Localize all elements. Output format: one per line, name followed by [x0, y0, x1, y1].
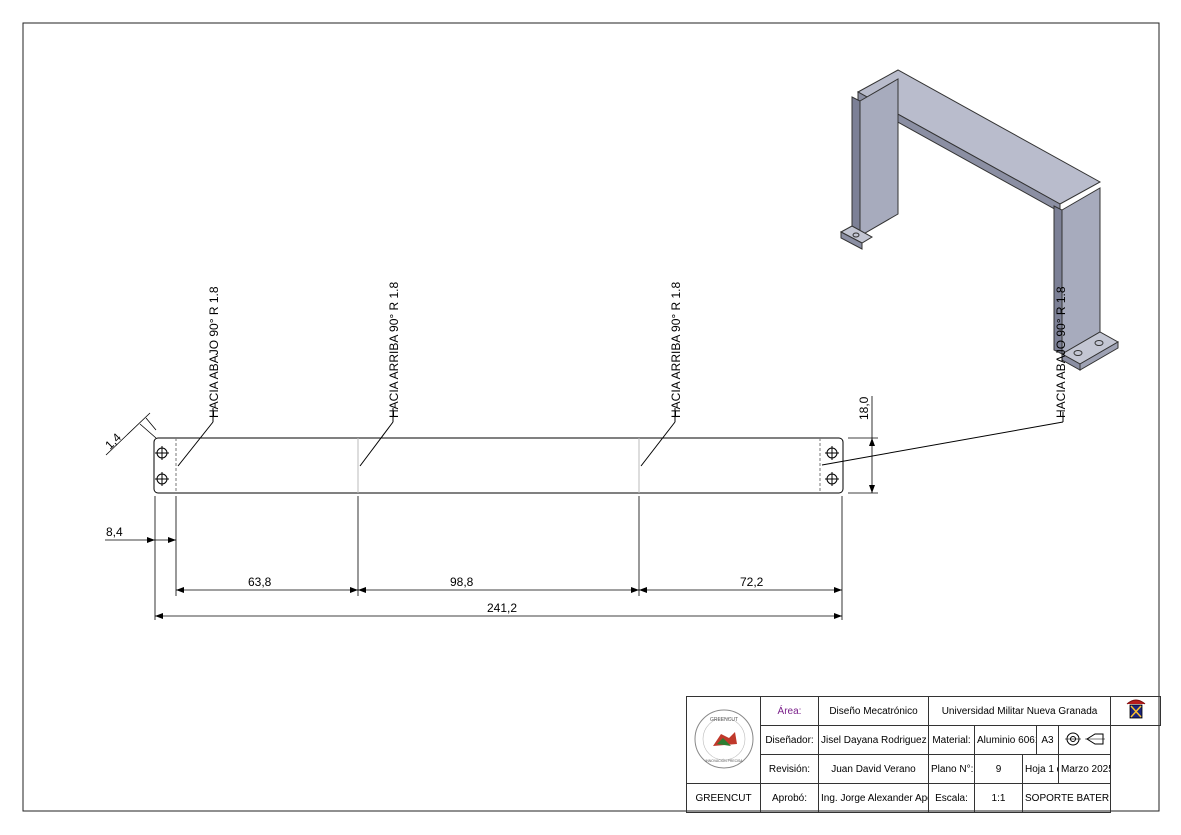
greencut-logo: GREENCUT INNOVACIÓN PRECISA	[694, 709, 753, 768]
material-value: Aluminio 6061	[974, 725, 1037, 755]
isometric-view	[839, 69, 1120, 371]
revision-label: Revisión:	[760, 754, 819, 784]
projection-symbol	[1058, 725, 1111, 755]
sheet-of: Hoja 1 de 2	[1022, 754, 1059, 784]
logo-cell: GREENCUT INNOVACIÓN PRECISA	[686, 696, 761, 784]
bend-note-1: HACIA ABAJO 90° R 1.8	[207, 286, 221, 418]
dim-edge-offset: 8,4	[106, 525, 123, 539]
university-name: Universidad Militar Nueva Granada	[928, 696, 1111, 726]
svg-text:INNOVACIÓN PRECISA: INNOVACIÓN PRECISA	[705, 758, 743, 763]
university-crest-icon	[1126, 699, 1145, 718]
sheet-border	[22, 22, 1160, 812]
flat-strip	[153, 437, 844, 494]
designer-label: Diseñador:	[760, 725, 819, 755]
designer-value: Jisel Dayana Rodriguez	[818, 725, 929, 755]
flat-pattern	[153, 437, 844, 494]
plan-label: Plano N°:	[928, 754, 975, 784]
approved-value: Ing. Jorge Alexander Aponte	[818, 783, 929, 813]
revision-value: Juan David Verano	[818, 754, 929, 784]
material-label: Material:	[928, 725, 975, 755]
dim-width: 18,0	[857, 396, 871, 420]
scale-value: 1:1	[974, 783, 1023, 813]
bracket-left-leg	[851, 96, 861, 237]
university-crest	[1110, 696, 1161, 726]
dimension-texts: 1,4 18,0 8,4 63,8 98,8 72,2 241,2	[102, 396, 871, 615]
bend-note-4: HACIA ABAJO 90° R 1.8	[1054, 286, 1068, 418]
dimensions	[105, 396, 878, 620]
scale-label: Escala:	[928, 783, 975, 813]
area-value: Diseño Mecatrónico	[818, 696, 929, 726]
svg-text:GREENCUT: GREENCUT	[709, 717, 737, 723]
dim-seg1: 63,8	[248, 575, 272, 589]
approved-label: Aprobó:	[760, 783, 819, 813]
bend-notes: HACIA ABAJO 90° R 1.8 HACIA ARRIBA 90° R…	[177, 281, 1068, 467]
dim-seg3: 72,2	[740, 575, 764, 589]
plan-value: 9	[974, 754, 1023, 784]
dim-seg2: 98,8	[450, 575, 474, 589]
dimension-arrows	[147, 438, 875, 619]
logo-caption: GREENCUT	[686, 783, 761, 813]
title-block: GREENCUT INNOVACIÓN PRECISA Área: Diseño…	[686, 696, 1161, 813]
dim-thickness: 1,4	[102, 430, 124, 452]
sheet-size: A3	[1036, 725, 1059, 755]
bend-note-2: HACIA ARRIBA 90° R 1.8	[387, 281, 401, 418]
mounting-holes	[155, 446, 839, 486]
date-value: Marzo 2025	[1058, 754, 1111, 784]
dim-total: 241,2	[487, 601, 517, 615]
part-name: SOPORTE BATERIA	[1022, 783, 1111, 813]
bend-note-3: HACIA ARRIBA 90° R 1.8	[669, 281, 683, 418]
first-angle-projection-icon	[1064, 732, 1105, 745]
area-label: Área:	[760, 696, 819, 726]
